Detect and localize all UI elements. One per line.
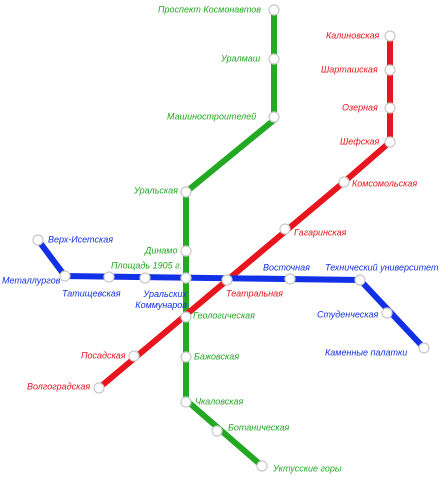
metro-line-red bbox=[97, 36, 393, 391]
station-label-chkalovskaya[interactable]: Чкаловская bbox=[195, 396, 244, 406]
station-marker-vostochnaya[interactable] bbox=[284, 273, 296, 285]
station-marker-botanicheskaya[interactable] bbox=[211, 425, 223, 437]
station-label-teatralnaya[interactable]: Театральная bbox=[226, 288, 283, 298]
station-marker-geologicheskaya[interactable] bbox=[180, 311, 192, 323]
labels-layer: Проспект КосмонавтовУралмашМашиностроите… bbox=[2, 4, 439, 473]
station-marker-tatishchevskaya[interactable] bbox=[103, 271, 115, 283]
stations-layer bbox=[32, 4, 430, 472]
station-label-ploshchad-1905[interactable]: Площадь 1905 г. bbox=[111, 260, 182, 270]
station-marker-uralskikh-kommunarov[interactable] bbox=[139, 272, 151, 284]
station-label-uralmash[interactable]: Уралмаш bbox=[220, 53, 261, 63]
station-marker-posadskaya[interactable] bbox=[128, 350, 140, 362]
station-marker-uralmash[interactable] bbox=[268, 53, 280, 65]
station-marker-metallurgov[interactable] bbox=[59, 270, 71, 282]
station-label-bazhovskaya[interactable]: Бажовская bbox=[194, 351, 239, 361]
station-label-uralskaya[interactable]: Уральская bbox=[133, 185, 178, 195]
station-label-komsomolskaya[interactable]: Комсомольская bbox=[352, 178, 417, 188]
station-marker-gagarinskaya[interactable] bbox=[279, 223, 291, 235]
station-label-metallurgov[interactable]: Металлургов bbox=[2, 275, 61, 285]
station-marker-chkalovskaya[interactable] bbox=[180, 396, 192, 408]
station-marker-kamennye-palatki[interactable] bbox=[418, 342, 430, 354]
station-label-vostochnaya[interactable]: Восточная bbox=[263, 262, 310, 272]
station-marker-ploshchad-1905[interactable] bbox=[180, 272, 192, 284]
station-marker-shefskaya[interactable] bbox=[384, 136, 396, 148]
station-label-tekhnicheskiy-universitet[interactable]: Технический университет bbox=[325, 262, 439, 272]
station-marker-shartashskaya[interactable] bbox=[384, 64, 396, 76]
station-marker-volgogradskaya[interactable] bbox=[93, 382, 105, 394]
station-marker-mashinostroiteley[interactable] bbox=[268, 111, 280, 123]
station-marker-bazhovskaya[interactable] bbox=[180, 351, 192, 363]
station-label-tatishchevskaya[interactable]: Татищевская bbox=[62, 288, 121, 298]
station-marker-uralskaya[interactable] bbox=[180, 186, 192, 198]
station-marker-komsomolskaya[interactable] bbox=[338, 176, 350, 188]
station-marker-verkh-isetskaya[interactable] bbox=[32, 234, 44, 246]
station-label-uktusskie-gory[interactable]: Уктусские горы bbox=[272, 463, 342, 473]
station-label-kamennye-palatki[interactable]: Каменные палатки bbox=[325, 347, 407, 357]
station-label-geologicheskaya[interactable]: Геологическая bbox=[193, 310, 255, 320]
station-marker-studencheskaya[interactable] bbox=[381, 307, 393, 319]
station-label-studencheskaya[interactable]: Студенческая bbox=[317, 309, 379, 319]
station-label-verkh-isetskaya[interactable]: Верх-Исетская bbox=[48, 234, 113, 244]
station-marker-dinamo[interactable] bbox=[180, 245, 192, 257]
station-label-prospekt-kosmonavtov[interactable]: Проспект Космонавтов bbox=[158, 4, 261, 14]
station-label-kalinovskaya[interactable]: Калиновская bbox=[326, 30, 380, 40]
station-marker-prospekt-kosmonavtov[interactable] bbox=[268, 4, 280, 16]
station-label-dinamo[interactable]: Динамо bbox=[144, 245, 177, 255]
station-label-shartashskaya[interactable]: Шарташская bbox=[321, 64, 378, 74]
station-marker-teatralnaya[interactable] bbox=[221, 274, 233, 286]
station-label-posadskaya[interactable]: Посадская bbox=[81, 350, 126, 360]
station-label-botanicheskaya[interactable]: Ботаническая bbox=[228, 422, 290, 432]
station-marker-kalinovskaya[interactable] bbox=[384, 30, 396, 42]
station-label-volgogradskaya[interactable]: Волгоградская bbox=[27, 381, 90, 391]
station-marker-tekhnicheskiy-universitet[interactable] bbox=[354, 274, 366, 286]
station-label-mashinostroiteley[interactable]: Машиностроителей bbox=[167, 111, 256, 121]
station-marker-ozernaya[interactable] bbox=[384, 102, 396, 114]
station-marker-uktusskie-gory[interactable] bbox=[256, 460, 268, 472]
station-label-gagarinskaya[interactable]: Гагаринская bbox=[294, 227, 347, 237]
station-label-ozernaya[interactable]: Озерная bbox=[342, 102, 378, 112]
station-label-shefskaya[interactable]: Шефская bbox=[340, 136, 379, 146]
